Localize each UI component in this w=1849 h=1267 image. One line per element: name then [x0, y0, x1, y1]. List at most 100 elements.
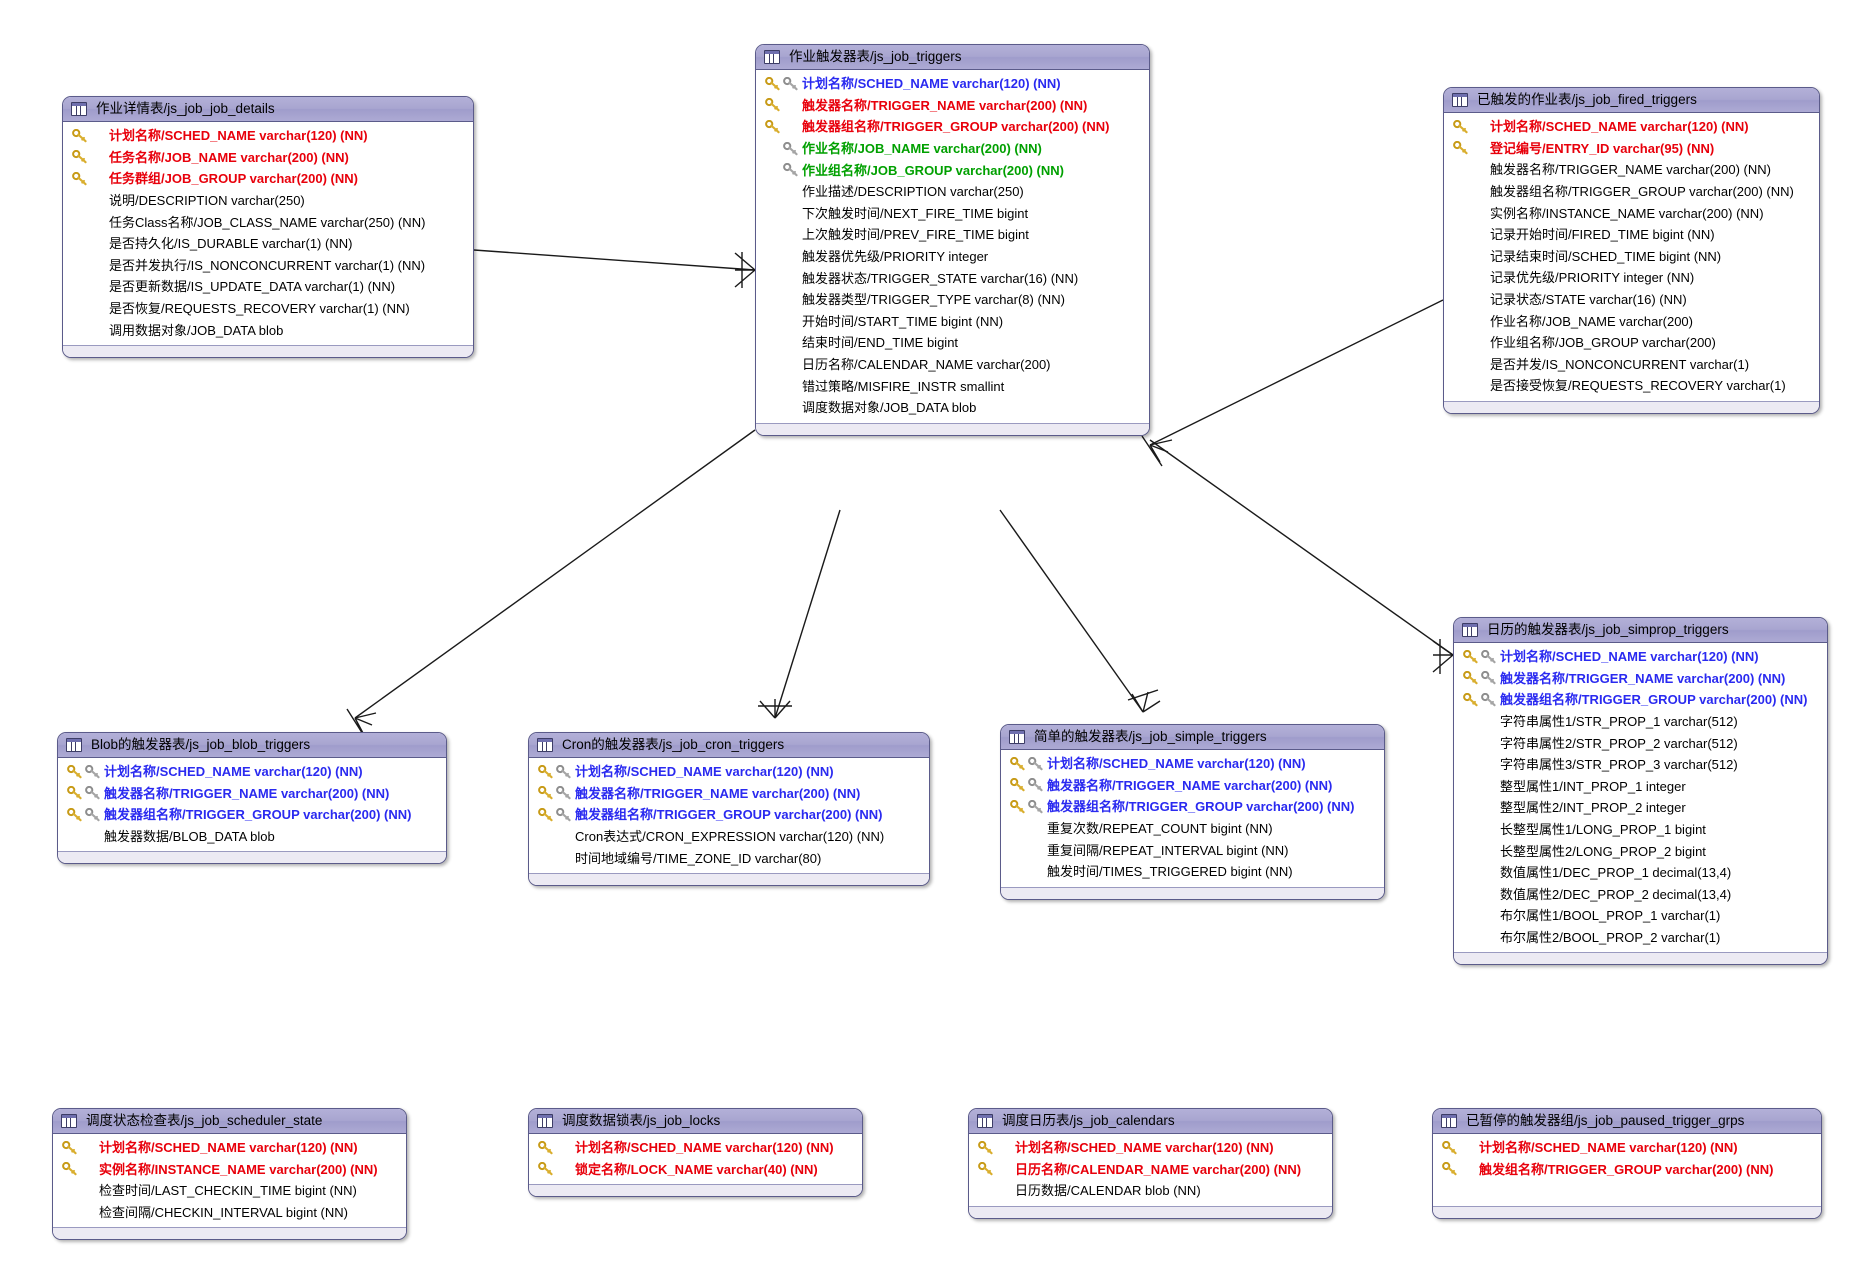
attribute-row[interactable]: 日历名称/CALENDAR_NAME varchar(200) [756, 354, 1149, 376]
entity-simple_triggers[interactable]: 简单的触发器表/js_job_simple_triggers 计划名称/SCHED… [1000, 724, 1385, 900]
attribute-row[interactable]: 任务名称/JOB_NAME varchar(200) (NN) [63, 147, 473, 169]
attribute-row[interactable]: 计划名称/SCHED_NAME varchar(120) (NN) [1001, 753, 1384, 775]
entity-simprop_triggers[interactable]: 日历的触发器表/js_job_simprop_triggers 计划名称/SCHE… [1453, 617, 1828, 966]
attribute-row[interactable]: 计划名称/SCHED_NAME varchar(120) (NN) [1433, 1137, 1821, 1159]
entity-job_details[interactable]: 作业详情表/js_job_job_details 计划名称/SCHED_NAME … [62, 96, 474, 358]
attribute-row[interactable]: 触发器组名称/TRIGGER_GROUP varchar(200) (NN) [1444, 181, 1819, 203]
attribute-row[interactable]: 触发器组名称/TRIGGER_GROUP varchar(200) (NN) [529, 804, 929, 826]
attribute-row[interactable]: 下次触发时间/NEXT_FIRE_TIME bigint [756, 203, 1149, 225]
attribute-row[interactable]: 计划名称/SCHED_NAME varchar(120) (NN) [63, 125, 473, 147]
attribute-row[interactable]: 错过策略/MISFIRE_INSTR smallint [756, 375, 1149, 397]
entity-cron_triggers[interactable]: Cron的触发器表/js_job_cron_triggers 计划名称/SCHED… [528, 732, 930, 886]
attribute-row[interactable]: 任务群组/JOB_GROUP varchar(200) (NN) [63, 168, 473, 190]
entity-header-blob_triggers[interactable]: Blob的触发器表/js_job_blob_triggers [58, 733, 446, 758]
attribute-row[interactable]: 触发器组名称/TRIGGER_GROUP varchar(200) (NN) [58, 804, 446, 826]
attribute-row[interactable]: 触发器组名称/TRIGGER_GROUP varchar(200) (NN) [756, 116, 1149, 138]
attribute-row[interactable]: Cron表达式/CRON_EXPRESSION varchar(120) (NN… [529, 826, 929, 848]
attribute-row[interactable]: 整型属性1/INT_PROP_1 integer [1454, 776, 1827, 798]
attribute-row[interactable]: 触发器数据/BLOB_DATA blob [58, 826, 446, 848]
attribute-row[interactable]: 计划名称/SCHED_NAME varchar(120) (NN) [1444, 116, 1819, 138]
attribute-row[interactable]: 计划名称/SCHED_NAME varchar(120) (NN) [58, 761, 446, 783]
attribute-row[interactable]: 说明/DESCRIPTION varchar(250) [63, 190, 473, 212]
attribute-row[interactable]: 是否恢复/REQUESTS_RECOVERY varchar(1) (NN) [63, 298, 473, 320]
attribute-row[interactable]: 数值属性1/DEC_PROP_1 decimal(13,4) [1454, 862, 1827, 884]
attribute-row[interactable]: 日历名称/CALENDAR_NAME varchar(200) (NN) [969, 1159, 1332, 1181]
entity-header-job_triggers[interactable]: 作业触发器表/js_job_triggers [756, 45, 1149, 70]
attribute-row[interactable]: 是否持久化/IS_DURABLE varchar(1) (NN) [63, 233, 473, 255]
attribute-row[interactable]: 字符串属性1/STR_PROP_1 varchar(512) [1454, 711, 1827, 733]
attribute-row[interactable]: 日历数据/CALENDAR blob (NN) [969, 1180, 1332, 1202]
attribute-row[interactable]: 重复间隔/REPEAT_INTERVAL bigint (NN) [1001, 839, 1384, 861]
attribute-row[interactable]: 作业名称/JOB_NAME varchar(200) [1444, 310, 1819, 332]
attribute-row[interactable]: 布尔属性2/BOOL_PROP_2 varchar(1) [1454, 927, 1827, 949]
attribute-row[interactable]: 检查间隔/CHECKIN_INTERVAL bigint (NN) [53, 1202, 406, 1224]
attribute-row[interactable]: 触发器状态/TRIGGER_STATE varchar(16) (NN) [756, 267, 1149, 289]
attribute-row[interactable]: 触发器组名称/TRIGGER_GROUP varchar(200) (NN) [1454, 689, 1827, 711]
entity-header-locks[interactable]: 调度数据锁表/js_job_locks [529, 1109, 862, 1134]
attribute-row[interactable]: 作业名称/JOB_NAME varchar(200) (NN) [756, 138, 1149, 160]
attribute-row[interactable]: 触发器类型/TRIGGER_TYPE varchar(8) (NN) [756, 289, 1149, 311]
attribute-row[interactable]: 记录优先级/PRIORITY integer (NN) [1444, 267, 1819, 289]
attribute-row[interactable]: 调度数据对象/JOB_DATA blob [756, 397, 1149, 419]
attribute-row[interactable]: 时间地域编号/TIME_ZONE_ID varchar(80) [529, 847, 929, 869]
attribute-row[interactable]: 任务Class名称/JOB_CLASS_NAME varchar(250) (N… [63, 211, 473, 233]
entity-scheduler_state[interactable]: 调度状态检查表/js_job_scheduler_state 计划名称/SCHED… [52, 1108, 407, 1241]
attribute-row[interactable]: 是否并发执行/IS_NONCONCURRENT varchar(1) (NN) [63, 255, 473, 277]
attribute-row[interactable]: 触发器名称/TRIGGER_NAME varchar(200) (NN) [58, 783, 446, 805]
attribute-row[interactable]: 长整型属性2/LONG_PROP_2 bigint [1454, 840, 1827, 862]
attribute-row[interactable]: 触发器组名称/TRIGGER_GROUP varchar(200) (NN) [1001, 796, 1384, 818]
entity-header-job_details[interactable]: 作业详情表/js_job_job_details [63, 97, 473, 122]
attribute-row[interactable]: 计划名称/SCHED_NAME varchar(120) (NN) [529, 761, 929, 783]
attribute-row[interactable]: 作业描述/DESCRIPTION varchar(250) [756, 181, 1149, 203]
attribute-row[interactable]: 计划名称/SCHED_NAME varchar(120) (NN) [1454, 646, 1827, 668]
entity-job_triggers[interactable]: 作业触发器表/js_job_triggers 计划名称/SCHED_NAME va… [755, 44, 1150, 436]
entity-header-scheduler_state[interactable]: 调度状态检查表/js_job_scheduler_state [53, 1109, 406, 1134]
attribute-row[interactable]: 上次触发时间/PREV_FIRE_TIME bigint [756, 224, 1149, 246]
attribute-row[interactable]: 重复次数/REPEAT_COUNT bigint (NN) [1001, 818, 1384, 840]
attribute-row[interactable]: 结束时间/END_TIME bigint [756, 332, 1149, 354]
attribute-row[interactable]: 实例名称/INSTANCE_NAME varchar(200) (NN) [53, 1159, 406, 1181]
attribute-row[interactable]: 触发器优先级/PRIORITY integer [756, 246, 1149, 268]
attribute-row[interactable]: 计划名称/SCHED_NAME varchar(120) (NN) [53, 1137, 406, 1159]
attribute-row[interactable]: 作业组名称/JOB_GROUP varchar(200) (NN) [756, 159, 1149, 181]
attribute-row[interactable]: 锁定名称/LOCK_NAME varchar(40) (NN) [529, 1159, 862, 1181]
attribute-row[interactable]: 触发器名称/TRIGGER_NAME varchar(200) (NN) [1001, 775, 1384, 797]
attribute-row[interactable]: 触发器名称/TRIGGER_NAME varchar(200) (NN) [756, 95, 1149, 117]
attribute-row[interactable]: 触发器名称/TRIGGER_NAME varchar(200) (NN) [1444, 159, 1819, 181]
attribute-row[interactable]: 调用数据对象/JOB_DATA blob [63, 319, 473, 341]
attribute-row[interactable]: 是否并发/IS_NONCONCURRENT varchar(1) [1444, 354, 1819, 376]
attribute-row[interactable]: 检查时间/LAST_CHECKIN_TIME bigint (NN) [53, 1180, 406, 1202]
attribute-row[interactable]: 计划名称/SCHED_NAME varchar(120) (NN) [969, 1137, 1332, 1159]
attribute-row[interactable]: 作业组名称/JOB_GROUP varchar(200) [1444, 332, 1819, 354]
attribute-row[interactable]: 是否接受恢复/REQUESTS_RECOVERY varchar(1) [1444, 375, 1819, 397]
attribute-row[interactable]: 计划名称/SCHED_NAME varchar(120) (NN) [756, 73, 1149, 95]
attribute-row[interactable]: 字符串属性2/STR_PROP_2 varchar(512) [1454, 732, 1827, 754]
entity-paused_trigger_grps[interactable]: 已暂停的触发器组/js_job_paused_trigger_grps 计划名称/… [1432, 1108, 1822, 1219]
attribute-row[interactable]: 计划名称/SCHED_NAME varchar(120) (NN) [529, 1137, 862, 1159]
entity-header-paused_trigger_grps[interactable]: 已暂停的触发器组/js_job_paused_trigger_grps [1433, 1109, 1821, 1134]
attribute-row[interactable]: 记录开始时间/FIRED_TIME bigint (NN) [1444, 224, 1819, 246]
attribute-row[interactable]: 字符串属性3/STR_PROP_3 varchar(512) [1454, 754, 1827, 776]
entity-header-simple_triggers[interactable]: 简单的触发器表/js_job_simple_triggers [1001, 725, 1384, 750]
attribute-row[interactable]: 是否更新数据/IS_UPDATE_DATA varchar(1) (NN) [63, 276, 473, 298]
attribute-row[interactable]: 触发时间/TIMES_TRIGGERED bigint (NN) [1001, 861, 1384, 883]
attribute-row[interactable]: 触发器名称/TRIGGER_NAME varchar(200) (NN) [1454, 668, 1827, 690]
attribute-row[interactable]: 记录结束时间/SCHED_TIME bigint (NN) [1444, 246, 1819, 268]
entity-blob_triggers[interactable]: Blob的触发器表/js_job_blob_triggers 计划名称/SCHED… [57, 732, 447, 865]
attribute-row[interactable]: 长整型属性1/LONG_PROP_1 bigint [1454, 819, 1827, 841]
entity-header-calendars[interactable]: 调度日历表/js_job_calendars [969, 1109, 1332, 1134]
attribute-row[interactable]: 开始时间/START_TIME bigint (NN) [756, 311, 1149, 333]
attribute-row[interactable]: 登记编号/ENTRY_ID varchar(95) (NN) [1444, 138, 1819, 160]
attribute-row[interactable]: 实例名称/INSTANCE_NAME varchar(200) (NN) [1444, 202, 1819, 224]
entity-locks[interactable]: 调度数据锁表/js_job_locks 计划名称/SCHED_NAME varch… [528, 1108, 863, 1198]
attribute-row[interactable]: 数值属性2/DEC_PROP_2 decimal(13,4) [1454, 884, 1827, 906]
entity-header-cron_triggers[interactable]: Cron的触发器表/js_job_cron_triggers [529, 733, 929, 758]
attribute-row[interactable]: 布尔属性1/BOOL_PROP_1 varchar(1) [1454, 905, 1827, 927]
attribute-row[interactable]: 记录状态/STATE varchar(16) (NN) [1444, 289, 1819, 311]
attribute-row[interactable]: 触发器名称/TRIGGER_NAME varchar(200) (NN) [529, 783, 929, 805]
attribute-row[interactable]: 整型属性2/INT_PROP_2 integer [1454, 797, 1827, 819]
entity-calendars[interactable]: 调度日历表/js_job_calendars 计划名称/SCHED_NAME va… [968, 1108, 1333, 1219]
attribute-row[interactable] [1433, 1180, 1821, 1202]
entity-header-simprop_triggers[interactable]: 日历的触发器表/js_job_simprop_triggers [1454, 618, 1827, 643]
